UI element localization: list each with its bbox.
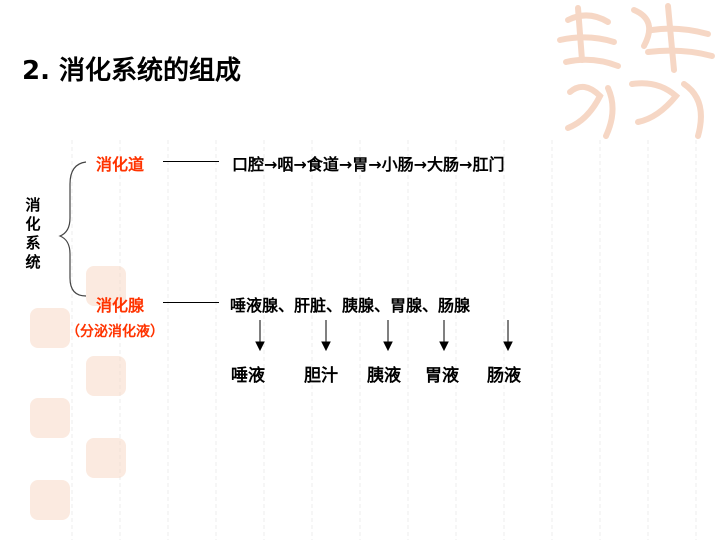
secretion-item: 胆汁 [304,366,338,386]
system-label-char: 化 [25,215,41,233]
decor-seal [30,398,70,438]
secretion-item: 肠液 [487,366,521,386]
digestive-tract-label: 消化道 [96,155,145,174]
digestive-tract-path: 口腔→咽→食道→胃→小肠→大肠→肛门 [232,155,505,174]
decor-seal [86,356,126,396]
decor-seal [86,266,126,306]
system-label-char: 统 [25,253,41,271]
system-label-char: 消 [25,196,41,214]
secretion-item: 胰液 [367,366,401,386]
glands-connector-line [163,302,219,303]
slide-title: 2. 消化系统的组成 [22,56,242,86]
arrowhead [503,341,513,352]
curly-brace [58,161,87,297]
glands-secretion-note: （分泌消化液） [66,324,164,340]
arrowhead [321,341,331,352]
secretion-item: 胃液 [425,366,459,386]
calligraphy-watermark [557,3,715,139]
secretion-arrows [255,320,513,352]
decor-seal [30,480,70,520]
arrowhead [255,341,265,352]
arrowhead [383,341,393,352]
tract-connector-line [163,161,219,162]
decor-seal [30,308,70,348]
digestive-glands-label: 消化腺 [96,296,145,315]
decor-seal [86,438,126,478]
system-label-char: 系 [25,234,41,252]
digestive-glands-list: 唾液腺、肝脏、胰腺、胃腺、肠腺 [230,296,471,315]
system-label: 消 化 系 统 [24,196,42,272]
secretion-item: 唾液 [231,366,265,386]
arrowhead [439,341,449,352]
